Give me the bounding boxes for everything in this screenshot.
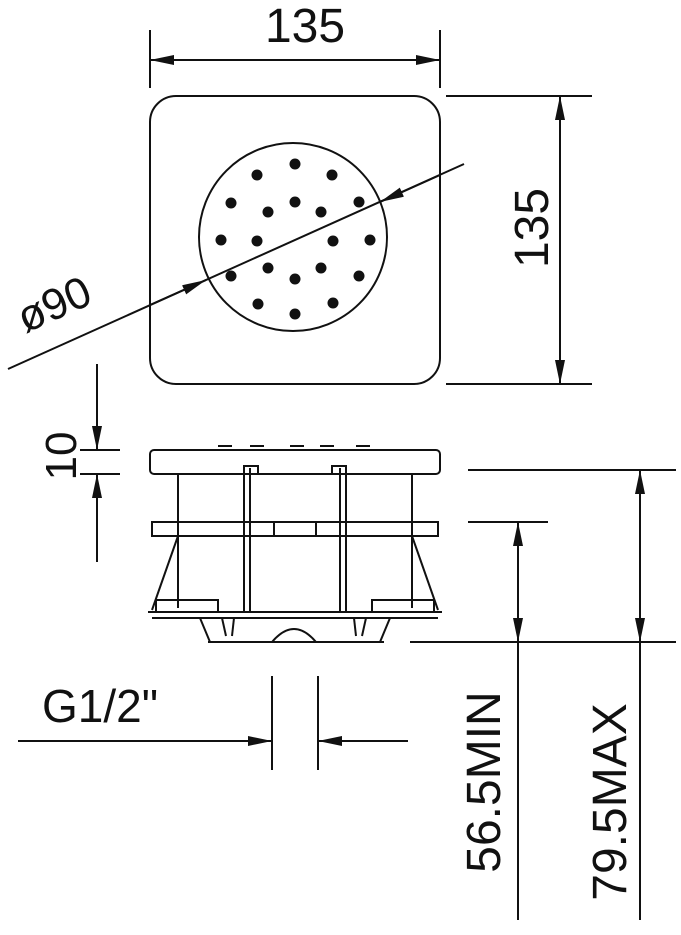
spray-nozzles <box>215 158 376 320</box>
top-view <box>7 30 592 385</box>
mounting-flange <box>151 521 439 537</box>
side-view <box>18 364 676 920</box>
housing-body <box>177 465 413 612</box>
max-depth-label: 79.5MAX <box>584 703 637 900</box>
diameter-label: ø90 <box>10 267 99 343</box>
height-dimension-label: 135 <box>506 188 559 268</box>
diameter-arrow-lower <box>149 279 207 306</box>
diameter-arrow-upper <box>379 174 441 203</box>
cap-thickness-label: 10 <box>37 432 86 481</box>
min-depth-label: 56.5MIN <box>458 691 511 872</box>
spray-face-circle <box>198 142 388 332</box>
lower-taper <box>148 535 442 619</box>
thread-label: G1/2" <box>42 680 158 732</box>
square-plate-outline <box>149 95 441 385</box>
outlet-fitting <box>199 617 391 643</box>
cap-plate <box>149 449 441 475</box>
width-dimension-label: 135 <box>265 0 345 53</box>
